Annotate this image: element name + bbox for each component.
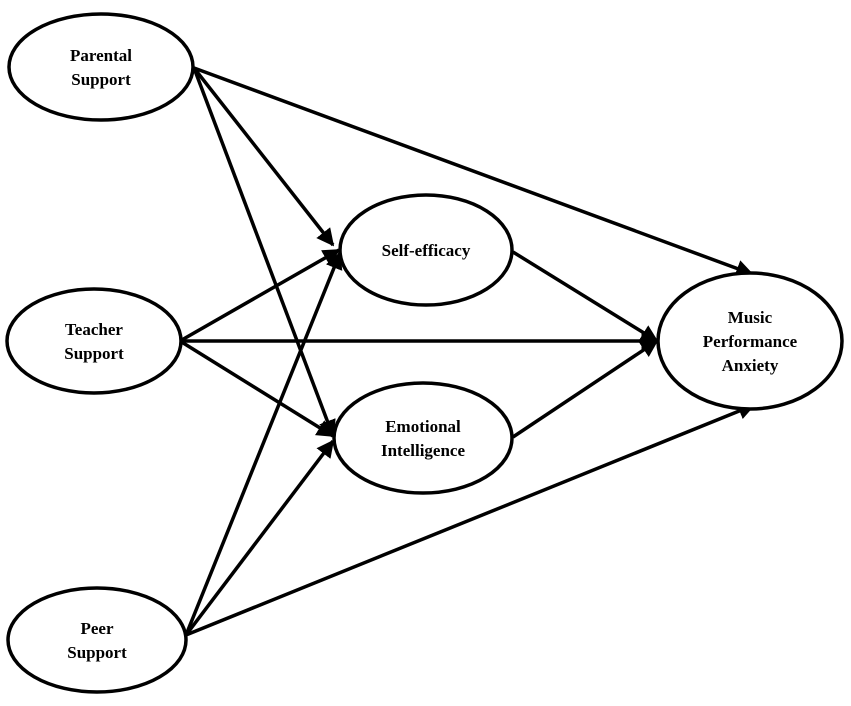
node-anxiety-ellipse bbox=[656, 271, 844, 411]
arrow-peer-selfefficacy bbox=[184, 251, 343, 636]
node-peer-ellipse bbox=[6, 586, 188, 694]
node-parental-ellipse bbox=[7, 12, 195, 122]
node-emotional-label: Emotional bbox=[385, 417, 461, 436]
arrow-peer-anxiety bbox=[185, 402, 756, 637]
node-selfefficacy-label: Self-efficacy bbox=[382, 241, 471, 260]
node-anxiety-label: Music bbox=[728, 308, 773, 327]
node-peer-label: Support bbox=[67, 643, 127, 662]
node-teacher-ellipse bbox=[5, 287, 183, 395]
node-selfefficacy-ellipse bbox=[338, 193, 514, 307]
arrow-parental-anxiety bbox=[193, 66, 754, 277]
node-anxiety-label: Performance bbox=[703, 332, 798, 351]
node-teacher-label: Teacher bbox=[65, 320, 123, 339]
arrow-parental-emotional bbox=[192, 67, 336, 438]
node-parental-label: Parental bbox=[70, 46, 132, 65]
nodes-layer: ParentalSupportTeacherSupportPeerSupport… bbox=[5, 12, 844, 694]
node-anxiety-label: Anxiety bbox=[722, 356, 779, 375]
arrow-emotional-anxiety bbox=[512, 339, 659, 439]
node-selfefficacy: Self-efficacy bbox=[338, 193, 514, 307]
arrow-teacher-emotional bbox=[179, 339, 335, 438]
node-peer-label: Peer bbox=[80, 619, 113, 638]
arrow-parental-selfefficacy bbox=[192, 66, 335, 247]
node-teacher-label: Support bbox=[64, 344, 124, 363]
node-emotional-label: Intelligence bbox=[381, 441, 465, 460]
arrow-selfefficacy-anxiety bbox=[512, 250, 659, 343]
node-parental-label: Support bbox=[71, 70, 131, 89]
node-emotional-ellipse bbox=[332, 381, 514, 495]
arrow-peer-emotional bbox=[184, 439, 335, 637]
edges-layer bbox=[179, 66, 756, 637]
arrow-teacher-selfefficacy bbox=[179, 248, 341, 343]
